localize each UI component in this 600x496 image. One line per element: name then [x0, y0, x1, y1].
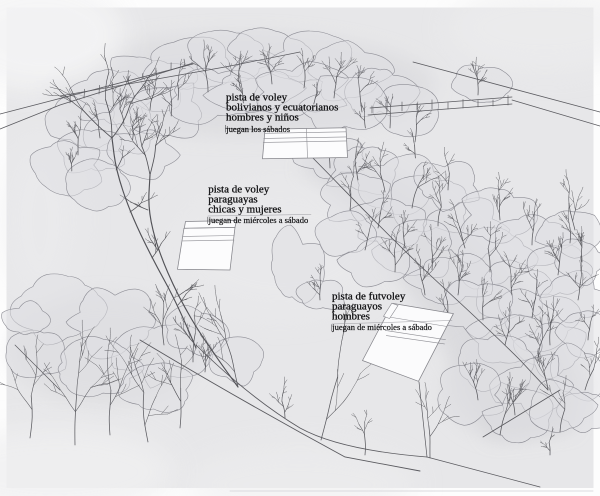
svg-text:paraguayos: paraguayos	[332, 301, 382, 313]
svg-text:bolivianos y ecuatorianos: bolivianos y ecuatorianos	[226, 102, 338, 114]
svg-text:pista de futvoley: pista de futvoley	[332, 291, 406, 303]
svg-text:hombres y niños: hombres y niños	[226, 112, 299, 124]
svg-text:pista de voley: pista de voley	[208, 184, 270, 196]
svg-text:juegan los sábados: juegan los sábados	[225, 124, 290, 134]
svg-text:paraguayas: paraguayas	[208, 194, 257, 206]
svg-text:hombres: hombres	[332, 310, 370, 322]
svg-text:juegan de miércoles a sábado: juegan de miércoles a sábado	[208, 215, 309, 225]
svg-text:juegan de miércoles a sábado: juegan de miércoles a sábado	[331, 322, 432, 332]
svg-text:chicas y mujeres: chicas y mujeres	[208, 204, 281, 216]
svg-text:pista de voley: pista de voley	[226, 91, 288, 103]
